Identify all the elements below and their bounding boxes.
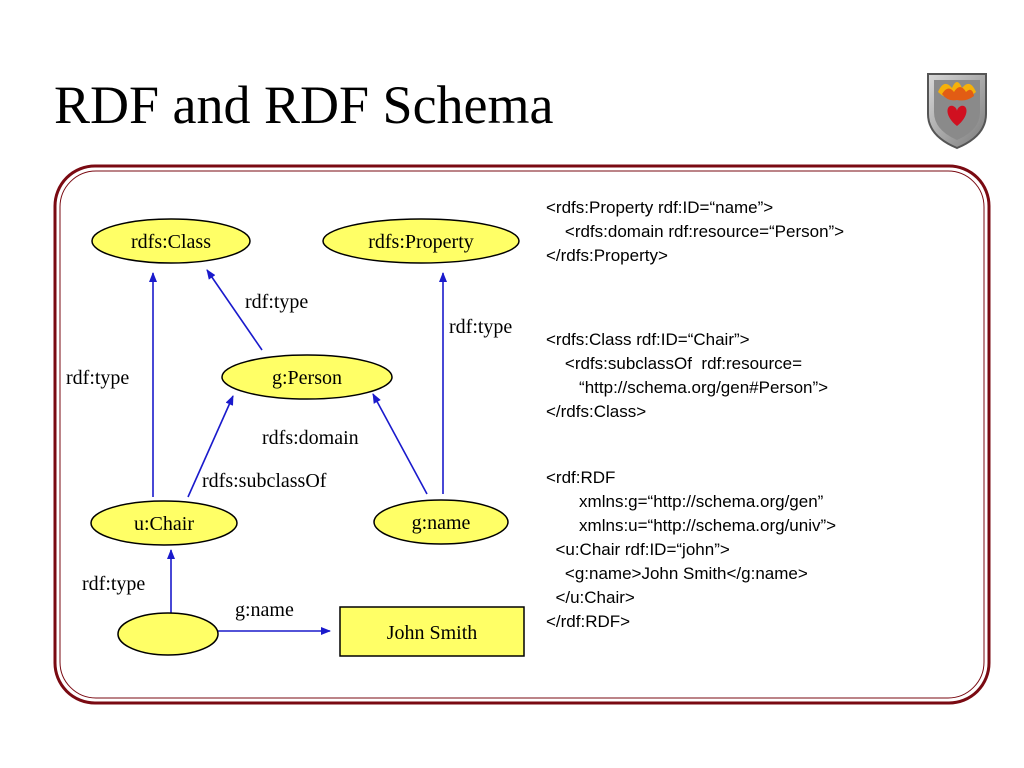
code-line: </rdf:RDF> [546, 612, 631, 631]
code-line: <rdf:RDF [546, 468, 616, 487]
code-line: <rdfs:Class rdf:ID=“Chair”> [546, 330, 750, 349]
diagram-frame-inner [59, 170, 985, 699]
node-label-g-person: g:Person [272, 367, 342, 389]
code-line: “http://schema.org/gen#Person”> [546, 378, 829, 397]
diagram-frame [53, 164, 991, 705]
edge-label-chair-to-person: rdfs:subclassOf [202, 470, 327, 492]
code-block-class: <rdfs:Class rdf:ID=“Chair”> <rdfs:subcla… [546, 328, 986, 424]
code-block-property: <rdfs:Property rdf:ID=“name”> <rdfs:doma… [546, 196, 986, 268]
edge-label-person-to-class: rdf:type [245, 291, 308, 313]
node-u-chair [90, 500, 238, 546]
code-line: xmlns:u=“http://schema.org/univ”> [546, 516, 837, 535]
code-line: <rdfs:domain rdf:resource=“Person”> [546, 222, 845, 241]
edge-label-chair-to-class: rdf:type [66, 367, 129, 389]
code-line: <u:Chair rdf:ID=“john”> [546, 540, 730, 559]
code-block-rdf: <rdf:RDF xmlns:g=“http://schema.org/gen”… [546, 466, 986, 634]
edge-label-blank-to-john: g:name [235, 599, 294, 621]
node-label-rdfs-property: rdfs:Property [368, 231, 474, 253]
code-line: <rdfs:subclassOf rdf:resource= [546, 354, 803, 373]
slide-title: RDF and RDF Schema [54, 75, 554, 135]
code-line: </rdfs:Class> [546, 402, 647, 421]
code-line: </rdfs:Property> [546, 246, 668, 265]
node-rdfs-class [91, 218, 251, 264]
code-line: <g:name>John Smith</g:name> [546, 564, 808, 583]
code-line: </u:Chair> [546, 588, 635, 607]
node-rdfs-property [322, 218, 520, 264]
node-blank [117, 612, 219, 656]
rdf-code-panel: <rdfs:Property rdf:ID=“name”> <rdfs:doma… [546, 196, 986, 634]
edge-label-name-to-person: rdfs:domain [262, 427, 359, 449]
code-line: <rdfs:Property rdf:ID=“name”> [546, 198, 774, 217]
edge-label-blank-to-chair: rdf:type [82, 573, 145, 595]
node-label-rdfs-class: rdfs:Class [131, 231, 211, 253]
node-john-smith [339, 606, 525, 657]
university-crest-logo [927, 73, 987, 150]
node-label-g-name: g:name [412, 512, 471, 534]
edge-person-to-class [206, 269, 263, 351]
edge-label-name-to-property: rdf:type [449, 316, 512, 338]
node-label-john-smith: John Smith [387, 622, 478, 644]
node-g-person [221, 354, 393, 400]
edge-chair-to-person [187, 395, 234, 498]
edge-name-to-person [372, 393, 428, 495]
node-g-name [373, 499, 509, 545]
node-label-u-chair: u:Chair [134, 513, 194, 535]
code-line: xmlns:g=“http://schema.org/gen” [546, 492, 824, 511]
